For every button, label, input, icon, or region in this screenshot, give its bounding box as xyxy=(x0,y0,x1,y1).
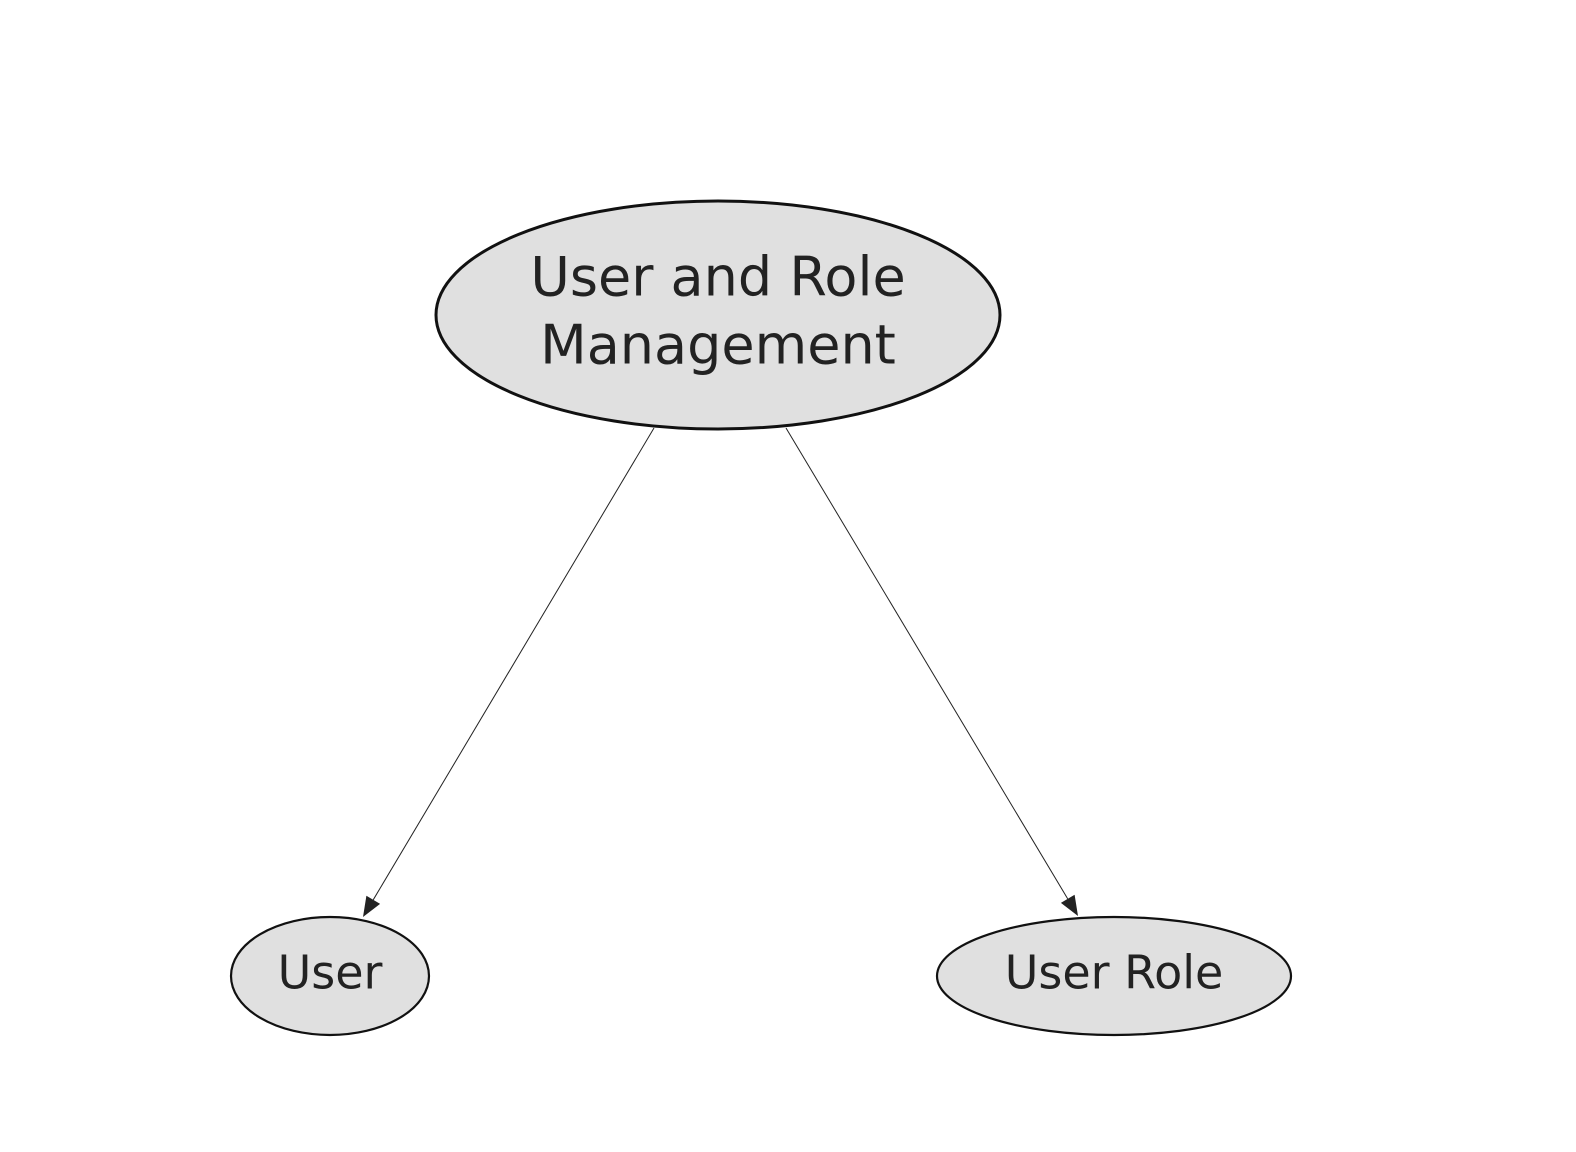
node-label-line: User xyxy=(278,946,383,1000)
edge-line xyxy=(785,427,1069,900)
node-ellipse xyxy=(229,915,431,1037)
edges-layer xyxy=(363,427,1078,917)
edge-line xyxy=(372,427,655,901)
node-user-role: User Role xyxy=(935,915,1293,1037)
node-label-line: Management xyxy=(540,314,896,377)
node-user: User xyxy=(229,915,431,1037)
arrowhead xyxy=(363,895,381,917)
node-ellipse xyxy=(434,199,1002,431)
arrowhead xyxy=(1060,894,1078,916)
node-ellipse xyxy=(935,915,1293,1037)
node-label-line: User and Role xyxy=(530,246,905,309)
node-label-line: User Role xyxy=(1005,946,1224,1000)
edge-user-and-role-management-to-user xyxy=(363,427,655,917)
edge-user-and-role-management-to-user-role xyxy=(785,427,1078,916)
